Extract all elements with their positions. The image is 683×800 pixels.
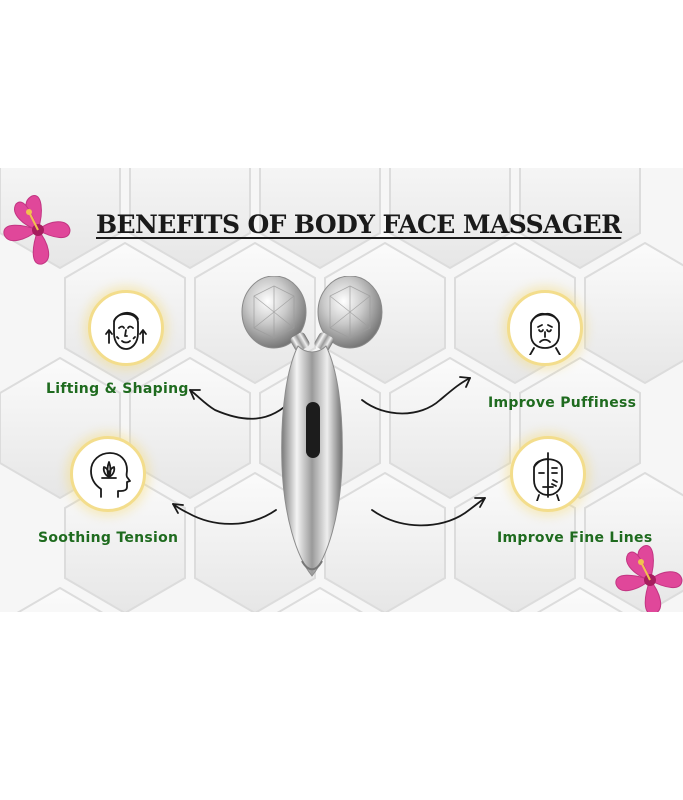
hibiscus-flower-top-left xyxy=(3,195,71,265)
puffiness-label: Improve Puffiness xyxy=(488,395,637,411)
tension-label: Soothing Tension xyxy=(38,530,179,546)
puffiness-icon-circle xyxy=(507,290,583,366)
puffy-face-icon xyxy=(529,312,561,355)
page-title: BENEFITS OF BODY FACE MASSAGER xyxy=(96,210,622,239)
benefits-banner: BENEFITS OF BODY FACE MASSAGER xyxy=(0,168,683,612)
face-roller xyxy=(241,276,383,577)
lifting-icon-circle xyxy=(88,290,164,366)
fine-lines-icon-circle xyxy=(510,436,586,512)
fine-lines-label: Improve Fine Lines xyxy=(497,530,653,546)
tension-icon-circle xyxy=(70,436,146,512)
half-face-icon xyxy=(533,452,563,501)
hibiscus-flower-bottom-right xyxy=(615,545,683,612)
head-lotus-icon xyxy=(90,452,131,498)
lifting-label: Lifting & Shaping xyxy=(46,381,189,397)
face-lift-icon xyxy=(105,311,147,350)
